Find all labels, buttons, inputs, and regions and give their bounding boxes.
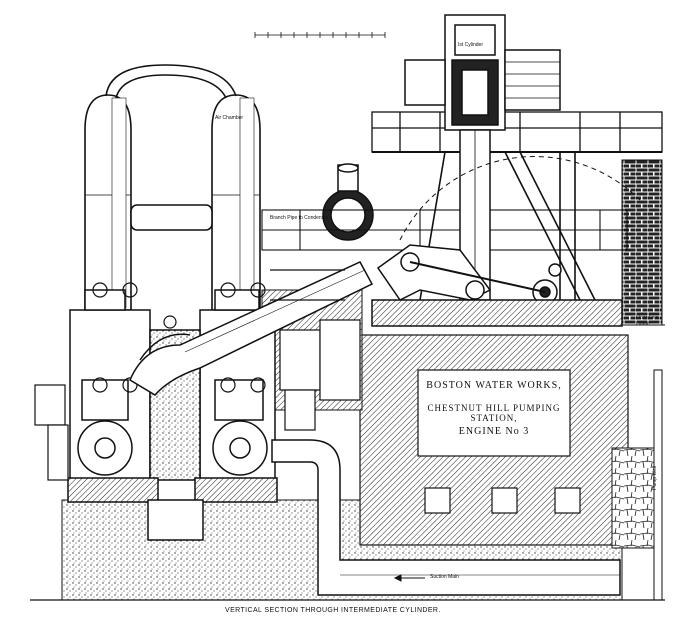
inscription-tablet — [417, 369, 571, 457]
diagonal-pipe — [129, 261, 374, 396]
figure-caption: VERTICAL SECTION THROUGH INTERMEDIATE CY… — [225, 607, 441, 614]
label-floor-line: Floor Line Grade — [636, 315, 659, 327]
foundation-openings — [34, 384, 581, 514]
label-suction-main: Suction Main — [430, 574, 459, 580]
label-branch-pipe: Branch Pipe to Condenser — [270, 215, 329, 221]
suction-arrow — [393, 574, 425, 582]
frame-columns — [419, 151, 596, 301]
suction-pipe — [271, 439, 621, 596]
upper-platform — [371, 111, 663, 153]
inscription-text: BOSTON WATER WORKS, CHESTNUT HILL PUMPIN… — [418, 370, 570, 456]
auxiliary-pump — [270, 269, 361, 431]
tablet-line-3: ENGINE No 3 — [458, 426, 530, 437]
scale-bar — [254, 32, 386, 38]
air-chambers — [84, 64, 261, 311]
flywheel-arc — [399, 156, 641, 241]
beam-linkage — [371, 244, 623, 327]
valve-wheels — [92, 282, 266, 393]
label-air-chamber: Air Chamber — [215, 115, 244, 121]
pump-well-wall — [611, 369, 663, 601]
tablet-line-1: BOSTON WATER WORKS, — [426, 380, 562, 391]
steam-cylinder — [404, 14, 561, 301]
valve-chambers — [77, 289, 268, 476]
receiver — [322, 163, 374, 241]
label-hp-cylinder: Ist Cylinder — [458, 42, 484, 48]
tablet-line-2: CHESTNUT HILL PUMPING STATION, — [427, 403, 561, 423]
label-pump-well: Pump Well — [652, 465, 658, 490]
